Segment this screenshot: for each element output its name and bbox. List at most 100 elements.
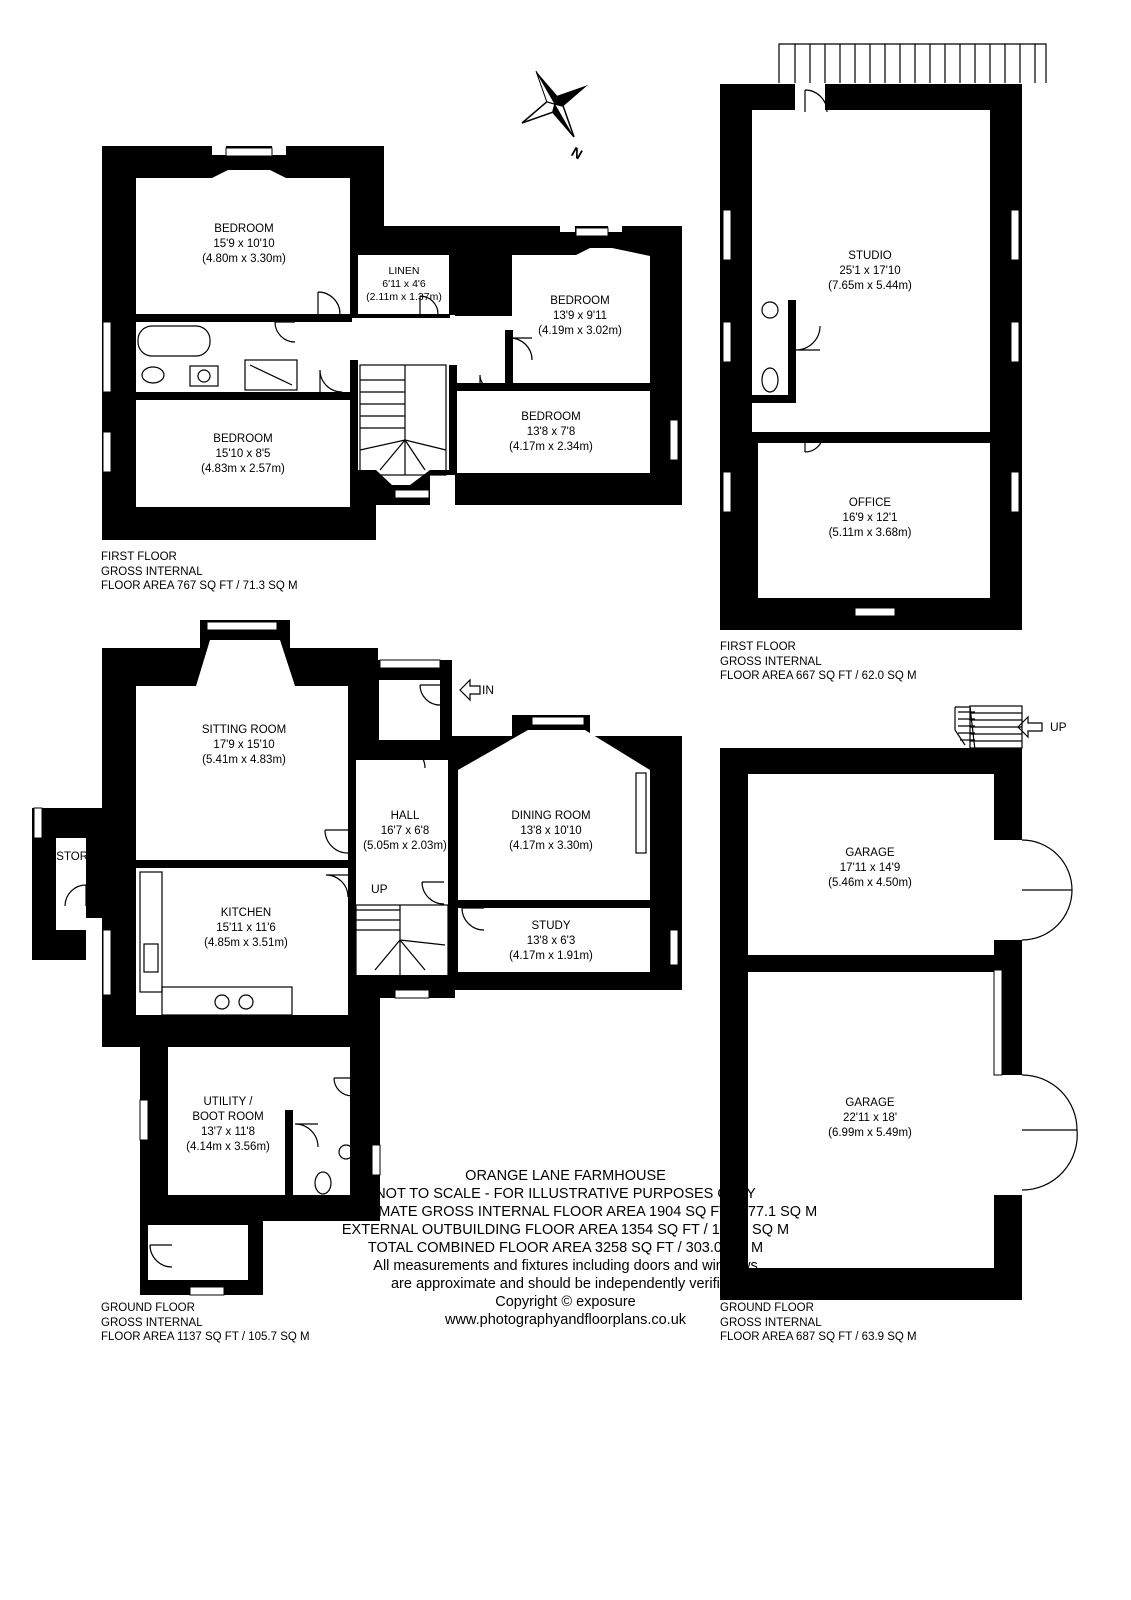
room-name: DINING ROOM: [511, 810, 591, 822]
room-metric: (5.05m x 2.03m): [363, 840, 447, 852]
room-metric: (4.17m x 3.30m): [509, 840, 593, 852]
room-name: HALL: [390, 810, 420, 822]
caption-line-1: FIRST FLOOR: [720, 641, 796, 653]
room-name-line-1: UTILITY /: [203, 1096, 253, 1108]
caption-line-3: FLOOR AREA 767 SQ FT / 71.3 SQ M: [101, 580, 298, 592]
room-dining-room: DINING ROOM 13'8 x 10'10 (4.17m x 3.30m): [509, 809, 593, 854]
scale-disclaimer: NOT TO SCALE - FOR ILLUSTRATIVE PURPOSES…: [375, 1186, 756, 1202]
caption-first-floor-main: FIRST FLOOR GROSS INTERNAL FLOOR AREA 76…: [101, 550, 298, 594]
room-imperial: 6'11 x 4'6: [382, 278, 426, 290]
room-metric: (4.85m x 3.51m): [204, 937, 288, 949]
room-name-line-2: BOOT ROOM: [192, 1111, 264, 1123]
caption-line-3: FLOOR AREA 667 SQ FT / 62.0 SQ M: [720, 670, 917, 682]
up-arrow-icon: [1017, 715, 1043, 739]
caption-line-2: GROSS INTERNAL: [101, 1316, 203, 1329]
first-floor-main-plan: [102, 146, 682, 540]
room-hall: HALL 16'7 x 6'8 (5.05m x 2.03m): [363, 809, 447, 854]
gross-area: APPROXIMATE GROSS INTERNAL FLOOR AREA 19…: [313, 1204, 818, 1220]
ground-floor-outbuilding-plan: [720, 705, 1078, 1300]
room-imperial: 22'11 x 18': [842, 1112, 898, 1124]
room-imperial: 13'9 x 9'11: [552, 310, 608, 322]
room-name: STORE: [56, 851, 96, 863]
room-metric: (5.46m x 4.50m): [828, 877, 912, 889]
room-imperial: 17'9 x 15'10: [213, 739, 275, 751]
room-imperial: 13'8 x 6'3: [526, 935, 576, 947]
room-name: GARAGE: [845, 847, 895, 859]
room-metric: (4.14m x 3.56m): [186, 1141, 270, 1153]
ground-floor-main-plan: [32, 620, 682, 1296]
room-bedroom-2: BEDROOM 13'9 x 9'11 (4.19m x 3.02m): [538, 294, 622, 339]
room-metric: (4.19m x 3.02m): [538, 325, 622, 337]
caption-line-2: GROSS INTERNAL: [720, 1316, 822, 1329]
outbuilding-up-label: UP: [1050, 720, 1067, 734]
room-metric: (4.83m x 2.57m): [201, 463, 285, 475]
caption-line-1: FIRST FLOOR: [101, 551, 177, 563]
room-imperial: 17'11 x 14'9: [839, 862, 901, 874]
room-name: BEDROOM: [213, 433, 273, 445]
room-imperial: 15'11 x 11'6: [216, 922, 276, 934]
room-imperial: 13'7 x 11'8: [200, 1126, 256, 1138]
room-name: GARAGE: [845, 1097, 895, 1109]
room-name: OFFICE: [848, 497, 892, 509]
room-imperial: 15'10 x 8'5: [215, 448, 271, 460]
room-studio: STUDIO 25'1 x 17'10 (7.65m x 5.44m): [828, 249, 912, 294]
room-garage-2: GARAGE 22'11 x 18' (6.99m x 5.49m): [828, 1096, 912, 1141]
entrance-arrow-icon: [459, 678, 481, 702]
room-imperial: 25'1 x 17'10: [839, 265, 901, 277]
room-name: BEDROOM: [550, 295, 610, 307]
first-floor-outbuilding-plan: [720, 43, 1047, 630]
room-office: OFFICE 16'9 x 12'1 (5.11m x 3.68m): [829, 496, 912, 541]
measurement-note-1: All measurements and fixtures including …: [373, 1258, 758, 1274]
room-utility-boot-room: UTILITY / BOOT ROOM 13'7 x 11'8 (4.14m x…: [186, 1095, 270, 1155]
room-bedroom-4: BEDROOM 13'8 x 7'8 (4.17m x 2.34m): [509, 410, 593, 455]
caption-line-3: FLOOR AREA 1137 SQ FT / 105.7 SQ M: [101, 1331, 310, 1343]
total-area: TOTAL COMBINED FLOOR AREA 3258 SQ FT / 3…: [367, 1240, 764, 1256]
room-metric: (4.17m x 2.34m): [509, 441, 593, 453]
room-metric: (5.11m x 3.68m): [828, 527, 912, 539]
room-study: STUDY 13'8 x 6'3 (4.17m x 1.91m): [509, 919, 593, 964]
entrance-in-label: IN: [482, 683, 494, 697]
room-imperial: 16'7 x 6'8: [380, 825, 430, 837]
room-sitting-room: SITTING ROOM 17'9 x 15'10 (5.41m x 4.83m…: [202, 723, 286, 768]
room-imperial: 15'9 x 10'10: [213, 238, 275, 250]
room-name: BEDROOM: [521, 411, 581, 423]
website-link[interactable]: www.photographyandfloorplans.co.uk: [444, 1312, 687, 1328]
room-imperial: 16'9 x 12'1: [842, 512, 898, 524]
room-name: LINEN: [388, 265, 420, 277]
external-area: EXTERNAL OUTBUILDING FLOOR AREA 1354 SQ …: [341, 1222, 790, 1238]
room-bedroom-3: BEDROOM 15'10 x 8'5 (4.83m x 2.57m): [201, 432, 285, 477]
room-store: STORE: [56, 850, 95, 865]
room-metric: (4.80m x 3.30m): [202, 253, 286, 265]
room-garage-1: GARAGE 17'11 x 14'9 (5.46m x 4.50m): [828, 846, 912, 891]
room-name: STUDY: [531, 920, 571, 932]
room-name: KITCHEN: [220, 907, 272, 919]
room-name: STUDIO: [848, 250, 892, 262]
room-bedroom-1: BEDROOM 15'9 x 10'10 (4.80m x 3.30m): [202, 222, 286, 267]
room-name: SITTING ROOM: [201, 724, 287, 736]
property-title: ORANGE LANE FARMHOUSE: [465, 1168, 666, 1184]
copyright: Copyright © exposure: [495, 1294, 636, 1310]
room-name: BEDROOM: [214, 223, 274, 235]
room-linen: LINEN 6'11 x 4'6 (2.11m x 1.37m): [366, 265, 442, 304]
caption-ground-floor-main: GROUND FLOOR GROSS INTERNAL FLOOR AREA 1…: [101, 1301, 310, 1345]
caption-line-2: GROSS INTERNAL: [101, 565, 203, 578]
room-metric: (6.99m x 5.49m): [828, 1127, 912, 1139]
measurement-note-2: are approximate and should be independen…: [390, 1276, 741, 1292]
room-metric: (7.65m x 5.44m): [828, 280, 912, 292]
caption-line-1: GROUND FLOOR: [720, 1302, 814, 1314]
room-imperial: 13'8 x 7'8: [526, 426, 576, 438]
caption-line-2: GROSS INTERNAL: [720, 655, 822, 668]
footer-block: ORANGE LANE FARMHOUSE NOT TO SCALE - FOR…: [314, 1167, 817, 1329]
caption-ground-floor-outbuilding: GROUND FLOOR GROSS INTERNAL FLOOR AREA 6…: [720, 1301, 917, 1345]
caption-first-floor-outbuilding: FIRST FLOOR GROSS INTERNAL FLOOR AREA 66…: [720, 640, 917, 684]
room-imperial: 13'8 x 10'10: [520, 825, 582, 837]
room-metric: (4.17m x 1.91m): [509, 950, 593, 962]
compass-rose-icon: [521, 70, 588, 138]
room-kitchen: KITCHEN 15'11 x 11'6 (4.85m x 3.51m): [204, 906, 288, 951]
room-metric: (5.41m x 4.83m): [202, 754, 286, 766]
room-metric: (2.11m x 1.37m): [366, 291, 442, 303]
caption-line-3: FLOOR AREA 687 SQ FT / 63.9 SQ M: [720, 1331, 917, 1343]
caption-line-1: GROUND FLOOR: [101, 1302, 195, 1314]
stairs-up-label: UP: [371, 882, 388, 896]
